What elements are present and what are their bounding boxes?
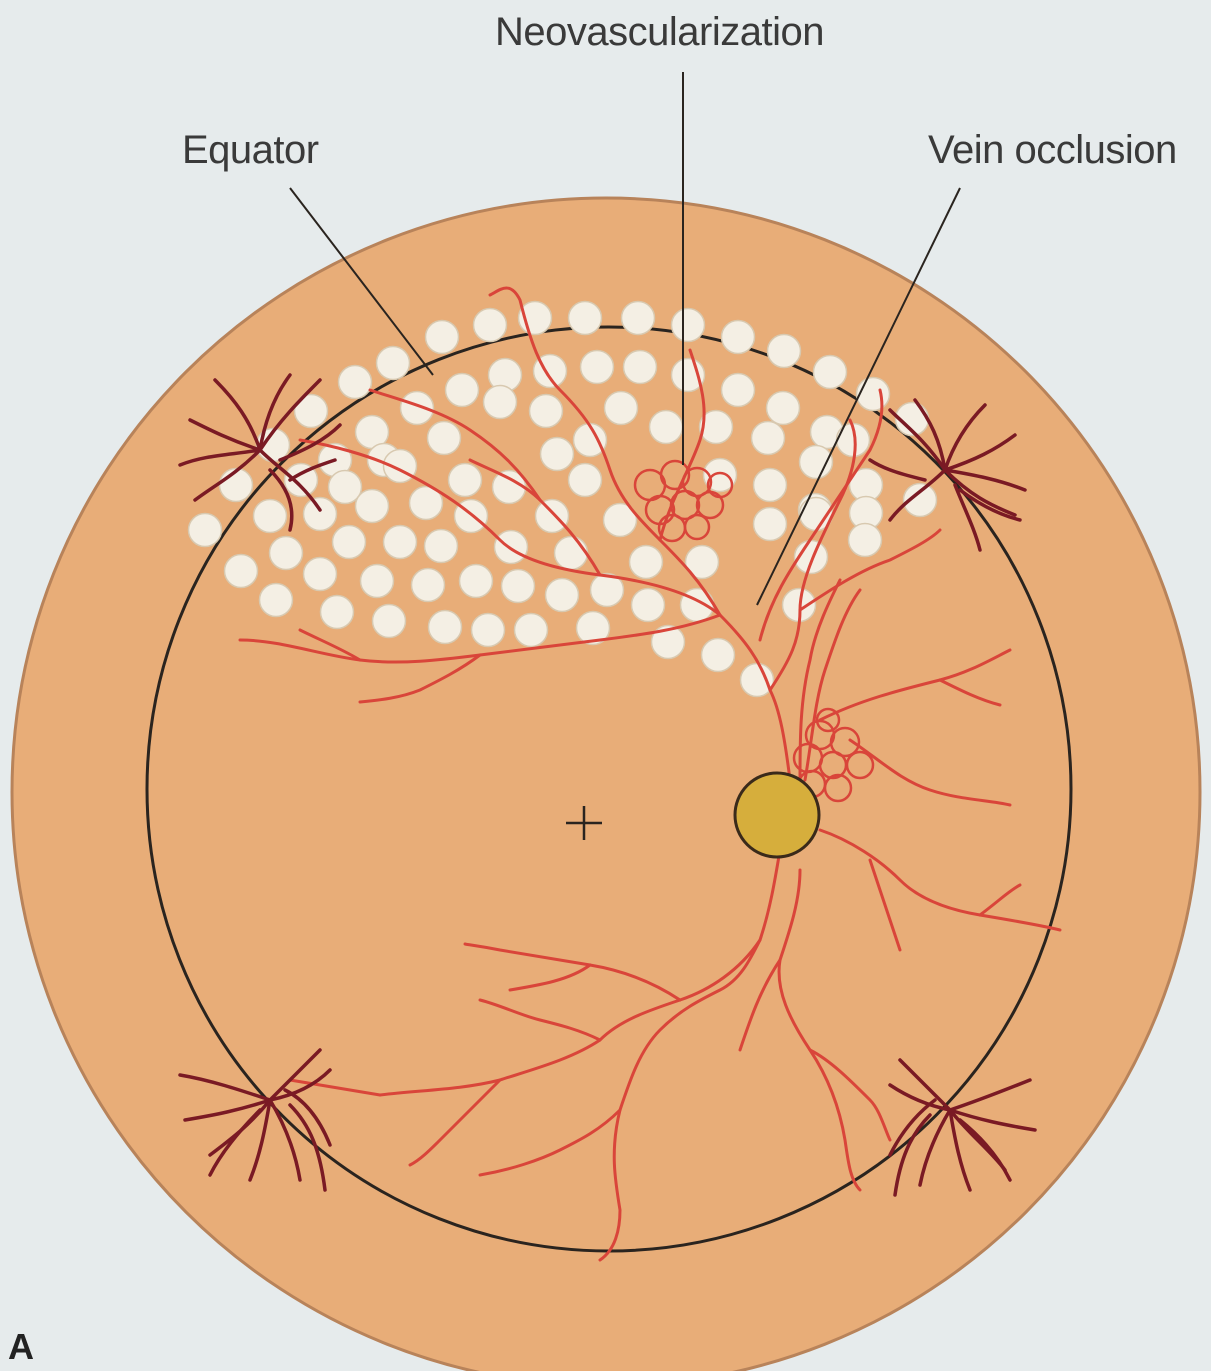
laser-spot [857, 378, 890, 411]
laser-spot [495, 531, 528, 564]
laser-spot [767, 392, 800, 425]
laser-spot [536, 500, 569, 533]
optic-disc-icon [735, 773, 819, 857]
laser-spot [270, 537, 303, 570]
laser-spot [260, 584, 293, 617]
laser-spot [814, 356, 847, 389]
laser-spot [484, 386, 517, 419]
laser-spot [321, 596, 354, 629]
laser-spot [754, 508, 787, 541]
laser-spot [254, 500, 287, 533]
laser-spot [304, 498, 337, 531]
laser-spot [361, 565, 394, 598]
laser-spot [426, 321, 459, 354]
vein-occlusion-label: Vein occlusion [928, 128, 1177, 173]
laser-spot [546, 579, 579, 612]
panel-letter: A [8, 1326, 34, 1368]
laser-spot [555, 537, 588, 570]
laser-spot [429, 611, 462, 644]
laser-spot [333, 526, 366, 559]
equator-label: Equator [182, 128, 319, 173]
laser-spot [472, 614, 505, 647]
laser-spot [460, 565, 493, 598]
laser-spot [605, 392, 638, 425]
laser-spot [569, 302, 602, 335]
laser-spot [449, 464, 482, 497]
laser-spot [530, 395, 563, 428]
laser-spot [412, 569, 445, 602]
laser-spot [541, 438, 574, 471]
laser-spot [722, 374, 755, 407]
laser-spot [632, 589, 665, 622]
laser-spot [622, 302, 655, 335]
laser-spot [384, 526, 417, 559]
laser-spot [768, 335, 801, 368]
laser-spot [220, 469, 253, 502]
laser-spot [754, 469, 787, 502]
laser-spot [624, 351, 657, 384]
laser-spot [515, 614, 548, 647]
laser-spot [672, 309, 705, 342]
neovascularization-label: Neovascularization [495, 10, 824, 55]
laser-spot [650, 411, 683, 444]
laser-spot [502, 570, 535, 603]
laser-spot [702, 639, 735, 672]
laser-spot [339, 366, 372, 399]
laser-spot [752, 422, 785, 455]
laser-spot [377, 347, 410, 380]
laser-spot [849, 524, 882, 557]
laser-spot [225, 555, 258, 588]
laser-spot [446, 374, 479, 407]
laser-spot [428, 422, 461, 455]
laser-spot [630, 546, 663, 579]
laser-spot [722, 321, 755, 354]
laser-spot [425, 530, 458, 563]
laser-spot [189, 514, 222, 547]
laser-spot [356, 490, 389, 523]
laser-spot [569, 464, 602, 497]
laser-spot [373, 605, 406, 638]
laser-spot [581, 351, 614, 384]
laser-spot [741, 664, 774, 697]
laser-spot [304, 558, 337, 591]
laser-spot [474, 309, 507, 342]
